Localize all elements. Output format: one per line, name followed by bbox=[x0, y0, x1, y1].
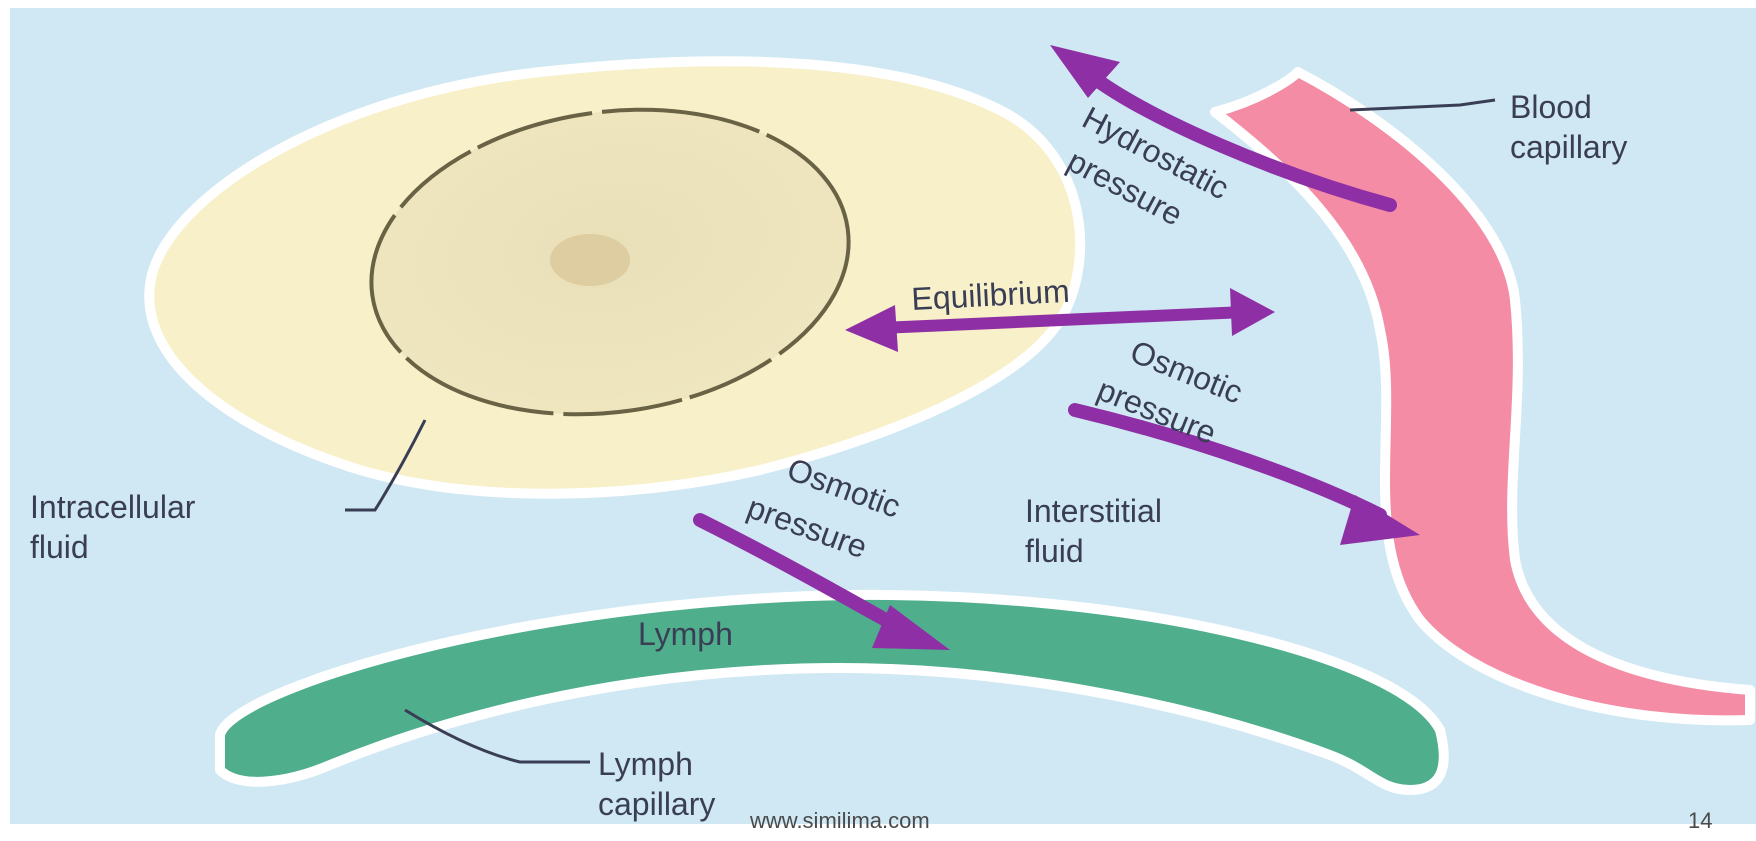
page-number: 14 bbox=[1688, 808, 1712, 834]
interstitial-label-line1: Interstitial bbox=[1025, 493, 1162, 529]
interstitial-label-line2: fluid bbox=[1025, 533, 1084, 569]
intracellular-label-line2: fluid bbox=[30, 529, 89, 565]
blood-capillary-label-line1: Blood bbox=[1510, 89, 1592, 125]
lymph-label: Lymph bbox=[638, 616, 733, 652]
lymph-capillary-label-line1: Lymph bbox=[598, 746, 693, 782]
nucleolus bbox=[550, 234, 630, 286]
website-footer: www.similima.com bbox=[750, 808, 930, 834]
blood-capillary-label-line2: capillary bbox=[1510, 129, 1627, 165]
intracellular-label-line1: Intracellular bbox=[30, 489, 196, 525]
lymph-capillary-label-line2: capillary bbox=[598, 786, 715, 822]
